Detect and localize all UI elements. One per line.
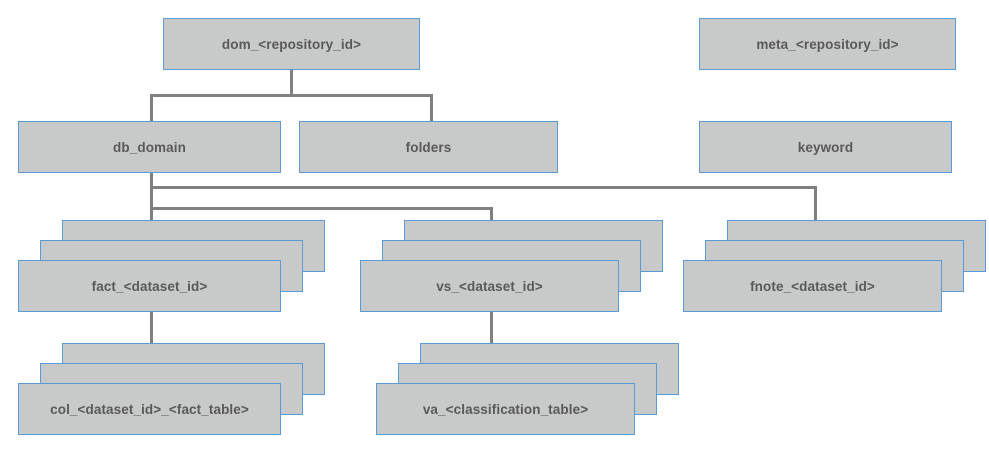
connector-rail-to-folders xyxy=(430,94,433,122)
node-folders[interactable]: folders xyxy=(299,121,558,173)
connector-vs-trunk xyxy=(490,290,493,395)
node-col[interactable]: col_<dataset_id>_<fact_table> xyxy=(18,383,281,435)
connector-rail-upper-fnote xyxy=(150,186,817,189)
connector-dom-rail xyxy=(150,94,433,97)
node-keyword[interactable]: keyword xyxy=(699,121,952,173)
connector-rail-to-db_domain xyxy=(150,94,153,122)
connector-fact-trunk xyxy=(150,260,153,392)
node-db_domain[interactable]: db_domain xyxy=(18,121,281,173)
node-fnote[interactable]: fnote_<dataset_id> xyxy=(683,260,942,312)
node-meta[interactable]: meta_<repository_id> xyxy=(699,18,956,70)
node-fact[interactable]: fact_<dataset_id> xyxy=(18,260,281,312)
connector-dom-down-stub xyxy=(290,70,293,95)
connector-rail-lower-vs xyxy=(150,207,493,210)
node-vs[interactable]: vs_<dataset_id> xyxy=(360,260,619,312)
node-va[interactable]: va_<classification_table> xyxy=(376,383,635,435)
node-dom[interactable]: dom_<repository_id> xyxy=(163,18,420,70)
